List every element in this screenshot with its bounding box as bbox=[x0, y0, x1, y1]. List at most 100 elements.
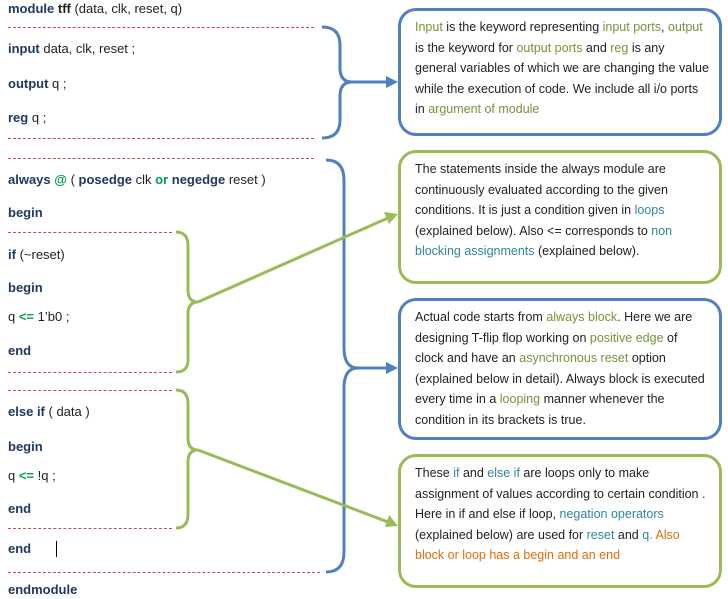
code-line-assign-toggle: q <= !q ; bbox=[8, 468, 56, 484]
arrowhead-2 bbox=[384, 212, 398, 224]
separator-7 bbox=[8, 528, 172, 529]
separator-5 bbox=[8, 372, 172, 373]
if-condition: (~reset) bbox=[15, 247, 65, 262]
paren-open: ( bbox=[66, 172, 79, 187]
keyword-negedge: negedge bbox=[171, 172, 226, 187]
separator-3 bbox=[8, 158, 314, 159]
text-cursor bbox=[56, 541, 57, 557]
arrowhead-3 bbox=[386, 362, 398, 374]
code-line-begin-1: begin bbox=[8, 205, 43, 221]
code-line-begin-3: begin bbox=[8, 439, 43, 455]
note-text: looping bbox=[499, 392, 541, 406]
assign-value: 1’b0 ; bbox=[34, 309, 70, 324]
note-text: if bbox=[453, 466, 460, 480]
keyword-begin: begin bbox=[8, 439, 43, 454]
reset-text: reset ) bbox=[225, 172, 266, 187]
arrowhead-1 bbox=[386, 76, 398, 88]
note-text: and bbox=[614, 527, 643, 542]
module-name: tff bbox=[57, 1, 71, 16]
keyword-else: else bbox=[8, 404, 34, 419]
note-text: (explained below). Also <= corresponds t… bbox=[415, 223, 652, 238]
nonblocking-operator: <= bbox=[18, 468, 35, 483]
code-line-end-1: end bbox=[8, 343, 31, 359]
note-text: reg bbox=[610, 40, 629, 55]
code-line-assign-reset: q <= 1’b0 ; bbox=[8, 309, 69, 325]
code-line-module: module tff (data, clk, reset, q) bbox=[8, 1, 182, 17]
code-line-end-2: end bbox=[8, 501, 31, 517]
code-line-reg: reg q ; bbox=[8, 110, 46, 126]
keyword-if: if bbox=[36, 404, 45, 419]
keyword-end: end bbox=[8, 541, 32, 556]
at-symbol: @ bbox=[54, 172, 67, 187]
note-text: are loops only to make assignment of val… bbox=[415, 466, 706, 521]
note-text: and bbox=[459, 466, 488, 480]
keyword-output: output bbox=[8, 76, 49, 91]
arrow-line-4 bbox=[197, 448, 389, 524]
code-line-output: output q ; bbox=[8, 76, 67, 92]
keyword-reg: reg bbox=[8, 110, 29, 125]
keyword-always: always bbox=[8, 172, 51, 187]
assign-target: q bbox=[8, 468, 19, 483]
separator-2 bbox=[8, 138, 314, 139]
note-text: is the keyword representing bbox=[442, 20, 603, 34]
keyword-end: end bbox=[8, 501, 32, 516]
note-text: q bbox=[642, 527, 650, 542]
keyword-begin: begin bbox=[8, 205, 43, 220]
arrow-line-2 bbox=[197, 216, 389, 304]
note-text: (explained below). bbox=[534, 244, 640, 258]
code-line-endmodule: endmodule bbox=[8, 582, 77, 598]
separator-8 bbox=[8, 572, 320, 573]
note-text: else if bbox=[487, 466, 520, 480]
brace-if bbox=[175, 230, 199, 374]
keyword-input: input bbox=[8, 41, 40, 56]
note-text: reset bbox=[586, 527, 615, 542]
note-text: Input bbox=[415, 20, 443, 34]
note-text: output bbox=[667, 20, 703, 34]
note-always-statements: The statements inside the always module … bbox=[398, 150, 722, 284]
note-text: . Here we are designing T-flip flop work… bbox=[415, 310, 693, 345]
note-ports: Input is the keyword representing input … bbox=[398, 8, 722, 136]
nonblocking-operator: <= bbox=[18, 309, 35, 324]
keyword-end: end bbox=[8, 343, 32, 358]
reg-args: q ; bbox=[28, 110, 47, 125]
note-text: always block bbox=[546, 310, 618, 324]
keyword-module: module bbox=[8, 1, 55, 16]
else-if-condition: ( data ) bbox=[44, 404, 90, 419]
note-text: option (explained below in detail). Alwa… bbox=[415, 351, 705, 406]
code-line-end-3: end bbox=[8, 541, 31, 557]
note-text: non blocking assignments bbox=[415, 223, 673, 259]
keyword-if: if bbox=[8, 247, 16, 262]
note-text: negation operators bbox=[559, 507, 664, 521]
note-text: . Also block or loop has a begin and an … bbox=[415, 527, 680, 563]
note-text: loops bbox=[634, 203, 665, 217]
note-text: positive edge bbox=[589, 330, 664, 345]
assign-value: !q ; bbox=[34, 468, 56, 483]
input-args: data, clk, reset ; bbox=[39, 41, 136, 56]
note-text: of clock and have an bbox=[415, 330, 678, 366]
note-if-else: These if and else if are loops only to m… bbox=[398, 454, 722, 588]
note-text: argument of module bbox=[428, 102, 540, 116]
keyword-posedge: posedge bbox=[78, 172, 132, 187]
note-text: is any general variables of which we are… bbox=[415, 40, 709, 117]
code-line-if: if (~reset) bbox=[8, 247, 65, 263]
note-text: output ports bbox=[516, 40, 583, 55]
code-line-else-if: else if ( data ) bbox=[8, 404, 90, 420]
brace-ports bbox=[321, 25, 353, 140]
assign-target: q bbox=[8, 309, 19, 324]
note-text: These bbox=[415, 466, 454, 480]
clk-text: clk bbox=[132, 172, 156, 187]
note-text: input ports bbox=[602, 20, 661, 34]
note-always-block: Actual code starts from always block. He… bbox=[398, 298, 722, 440]
brace-else-if bbox=[175, 388, 199, 530]
note-text: is the keyword for bbox=[415, 40, 517, 55]
note-text: and bbox=[582, 40, 611, 55]
separator-1 bbox=[8, 27, 314, 28]
arrowhead-4 bbox=[385, 515, 398, 527]
note-text: , bbox=[661, 20, 668, 34]
code-line-begin-2: begin bbox=[8, 280, 43, 296]
separator-6 bbox=[8, 390, 172, 391]
note-text: (explained below) are used for bbox=[415, 527, 587, 542]
keyword-endmodule: endmodule bbox=[8, 582, 78, 597]
keyword-begin: begin bbox=[8, 280, 43, 295]
